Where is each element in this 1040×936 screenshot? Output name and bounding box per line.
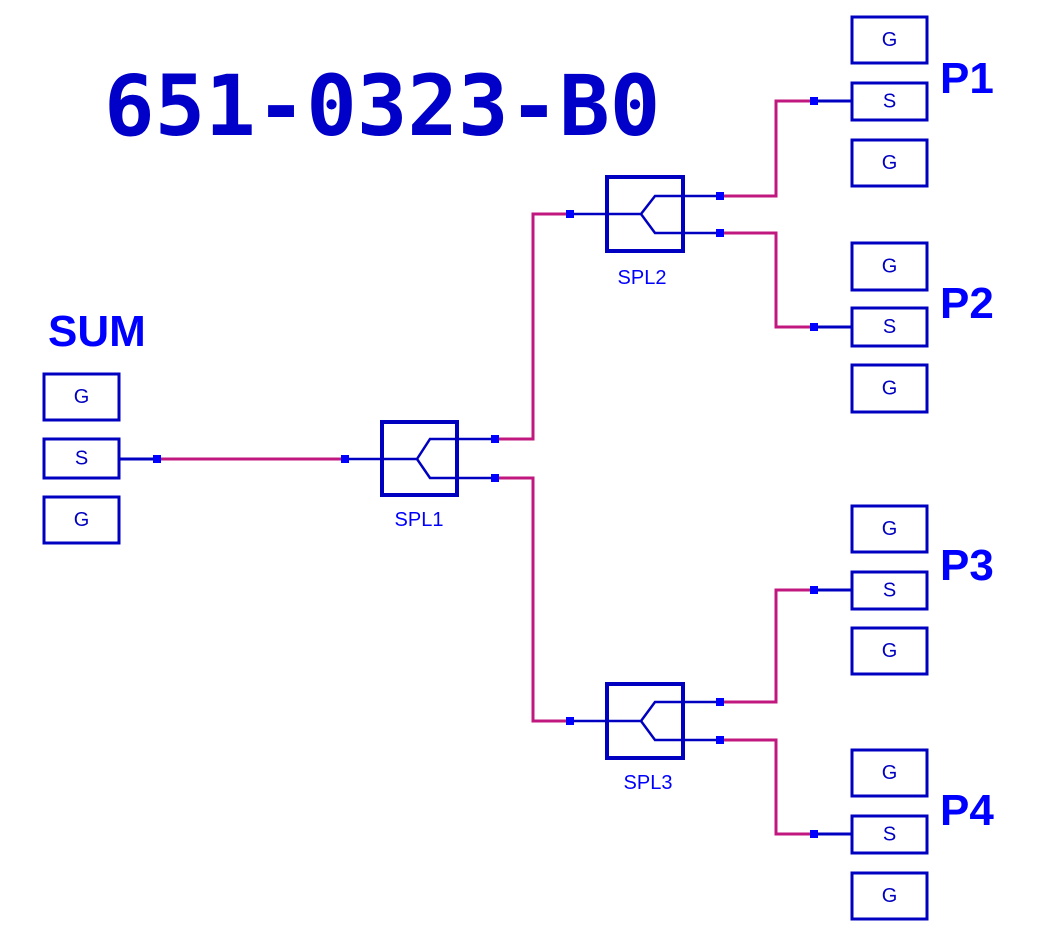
schematic-title: 651-0323-B0 — [104, 57, 660, 155]
port-p1-pad-g2[interactable] — [850, 138, 929, 188]
port-p2-pad-s-label: S — [883, 316, 896, 338]
port-p2-pad-g1-label: G — [882, 256, 898, 278]
port-p1-pad-s[interactable] — [850, 81, 929, 122]
port-p2-pad-g2-label: G — [882, 378, 898, 400]
port-p3-pad-g1-label: G — [882, 518, 898, 540]
splitter-spl1-pin-out2[interactable] — [491, 474, 499, 482]
splitter-spl2-label: SPL2 — [618, 267, 667, 289]
port-p3-pad-s-label: S — [883, 580, 896, 602]
port-p3-pad-g2[interactable] — [850, 626, 929, 676]
splitter-spl2-pin-out1[interactable] — [716, 192, 724, 200]
wire-spl2-p1[interactable] — [720, 99, 814, 198]
port-p2-pad-g1[interactable] — [850, 241, 929, 292]
splitter-spl1-pin-in[interactable] — [341, 455, 349, 463]
port-p3[interactable]: G S G P3 — [810, 504, 994, 676]
wire-spl2-p2[interactable] — [720, 231, 814, 329]
splitter-spl1-pin-out1[interactable] — [491, 435, 499, 443]
port-p1-pad-g1-label: G — [882, 29, 898, 51]
port-p4-pad-g2[interactable] — [850, 871, 929, 921]
splitter-spl3-path-out1 — [570, 700, 720, 723]
splitter-spl1-label: SPL1 — [395, 509, 444, 531]
port-p4-label: P4 — [940, 786, 994, 835]
port-sum-pad-g2-label: G — [74, 509, 90, 531]
port-p4-pad-g1-label: G — [882, 762, 898, 784]
port-p3-label: P3 — [940, 541, 994, 590]
port-sum-pin[interactable] — [153, 455, 161, 463]
splitter-spl2[interactable]: SPL2 — [566, 175, 724, 289]
port-sum-pad-g2[interactable] — [42, 495, 121, 545]
port-p2[interactable]: G S G P2 — [810, 241, 994, 414]
splitter-spl1-path-out2 — [415, 458, 495, 480]
port-p2-pin[interactable] — [810, 323, 818, 331]
port-sum-pad-g1-label: G — [74, 386, 90, 408]
port-p4-pad-g2-label: G — [882, 885, 898, 907]
port-p4-pad-s-label: S — [883, 824, 896, 846]
port-p1-pad-s-label: S — [883, 91, 896, 113]
splitter-spl2-pin-out2[interactable] — [716, 229, 724, 237]
wire-spl3-p4[interactable] — [720, 738, 814, 836]
port-p4-pad-s[interactable] — [850, 814, 929, 855]
port-p3-pin[interactable] — [810, 586, 818, 594]
splitter-spl3-label: SPL3 — [624, 772, 673, 794]
wires — [157, 99, 814, 836]
splitter-spl2-path-out2 — [639, 213, 720, 235]
splitter-spl3[interactable]: SPL3 — [566, 682, 724, 794]
splitter-spl3-pin-out1[interactable] — [716, 698, 724, 706]
splitter-spl3-pin-out2[interactable] — [716, 736, 724, 744]
wire-spl3-p3[interactable] — [720, 588, 814, 704]
port-sum-pad-s-label: S — [75, 448, 88, 470]
port-p1-pad-g2-label: G — [882, 152, 898, 174]
port-p3-pad-g2-label: G — [882, 640, 898, 662]
port-sum-pad-g1[interactable] — [42, 372, 121, 422]
wire-spl1-spl2[interactable] — [495, 212, 570, 441]
port-sum-label: SUM — [48, 307, 146, 356]
port-p4-pin[interactable] — [810, 830, 818, 838]
splitter-spl3-path-out2 — [639, 720, 720, 742]
port-p4[interactable]: G S G P4 — [810, 748, 994, 921]
splitter-spl2-pin-in[interactable] — [566, 210, 574, 218]
port-p2-pad-g2[interactable] — [850, 363, 929, 414]
port-p1-label: P1 — [940, 54, 994, 103]
port-sum[interactable]: SUM G S G — [42, 307, 161, 545]
port-p2-label: P2 — [940, 279, 994, 328]
port-p3-pad-g1[interactable] — [850, 504, 929, 554]
splitter-spl1-path-out1 — [345, 437, 495, 461]
port-p1[interactable]: G S G P1 — [810, 15, 994, 188]
wire-spl1-spl3[interactable] — [495, 476, 570, 723]
port-p1-pad-g1[interactable] — [850, 15, 929, 65]
port-p2-pad-s[interactable] — [850, 306, 929, 348]
splitter-spl3-pin-in[interactable] — [566, 717, 574, 725]
splitter-spl1[interactable]: SPL1 — [341, 420, 499, 531]
port-p4-pad-g1[interactable] — [850, 748, 929, 798]
port-p1-pin[interactable] — [810, 97, 818, 105]
splitter-spl2-path-out1 — [570, 194, 720, 216]
